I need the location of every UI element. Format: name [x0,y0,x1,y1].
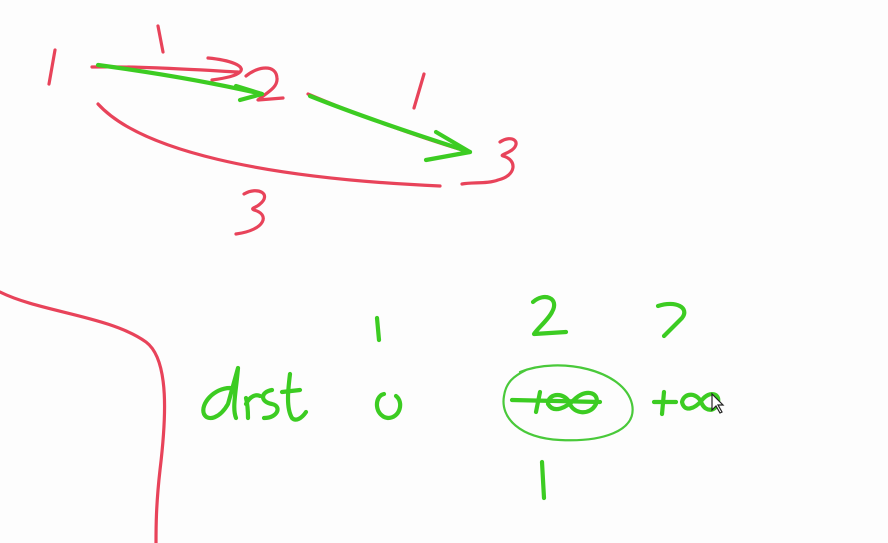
graph-node-3: 3 [460,137,518,186]
dist-value-2-circle [502,364,634,442]
edge-2-3-weight: 1 [412,72,426,110]
dist-value-1: 0 [374,391,403,421]
svg-text:+∞: +∞ [686,402,688,405]
mouse-cursor-icon [711,392,725,414]
edge-1-2: 1 [90,24,243,82]
svg-text:3: 3 [672,319,673,321]
dist-header-1: 1 [374,315,382,343]
dist-value-2: +∞ [502,364,634,442]
graph-node-1: 1 [47,48,57,86]
graph-drawing: 1 2 3 1 1 [47,24,518,236]
svg-text:0: 0 [388,407,389,409]
dist-header-2: 2 [530,294,569,337]
dist-table: dist 1 2 3 0 +∞ [201,294,721,501]
edge-1-3: 3 [96,102,442,236]
edge-2-3: 1 [306,72,464,152]
left-boundary-curve [0,290,167,543]
edge-1-3-weight: 3 [234,189,267,236]
shortest-path-highlight [95,62,473,163]
dist-value-3: +∞ [651,389,721,417]
dist-value-2-updated: 1 [539,459,547,501]
graph-node-2-label: 2 [262,89,263,91]
dist-value-2-infinity [509,389,603,415]
svg-text:3: 3 [250,211,251,213]
dist-row-label: dist [201,365,309,422]
graph-node-2: 2 [244,66,285,102]
graph-node-3-label: 3 [505,159,506,161]
edge-1-2-weight: 1 [156,24,165,54]
dist-header-3: 3 [655,301,687,339]
